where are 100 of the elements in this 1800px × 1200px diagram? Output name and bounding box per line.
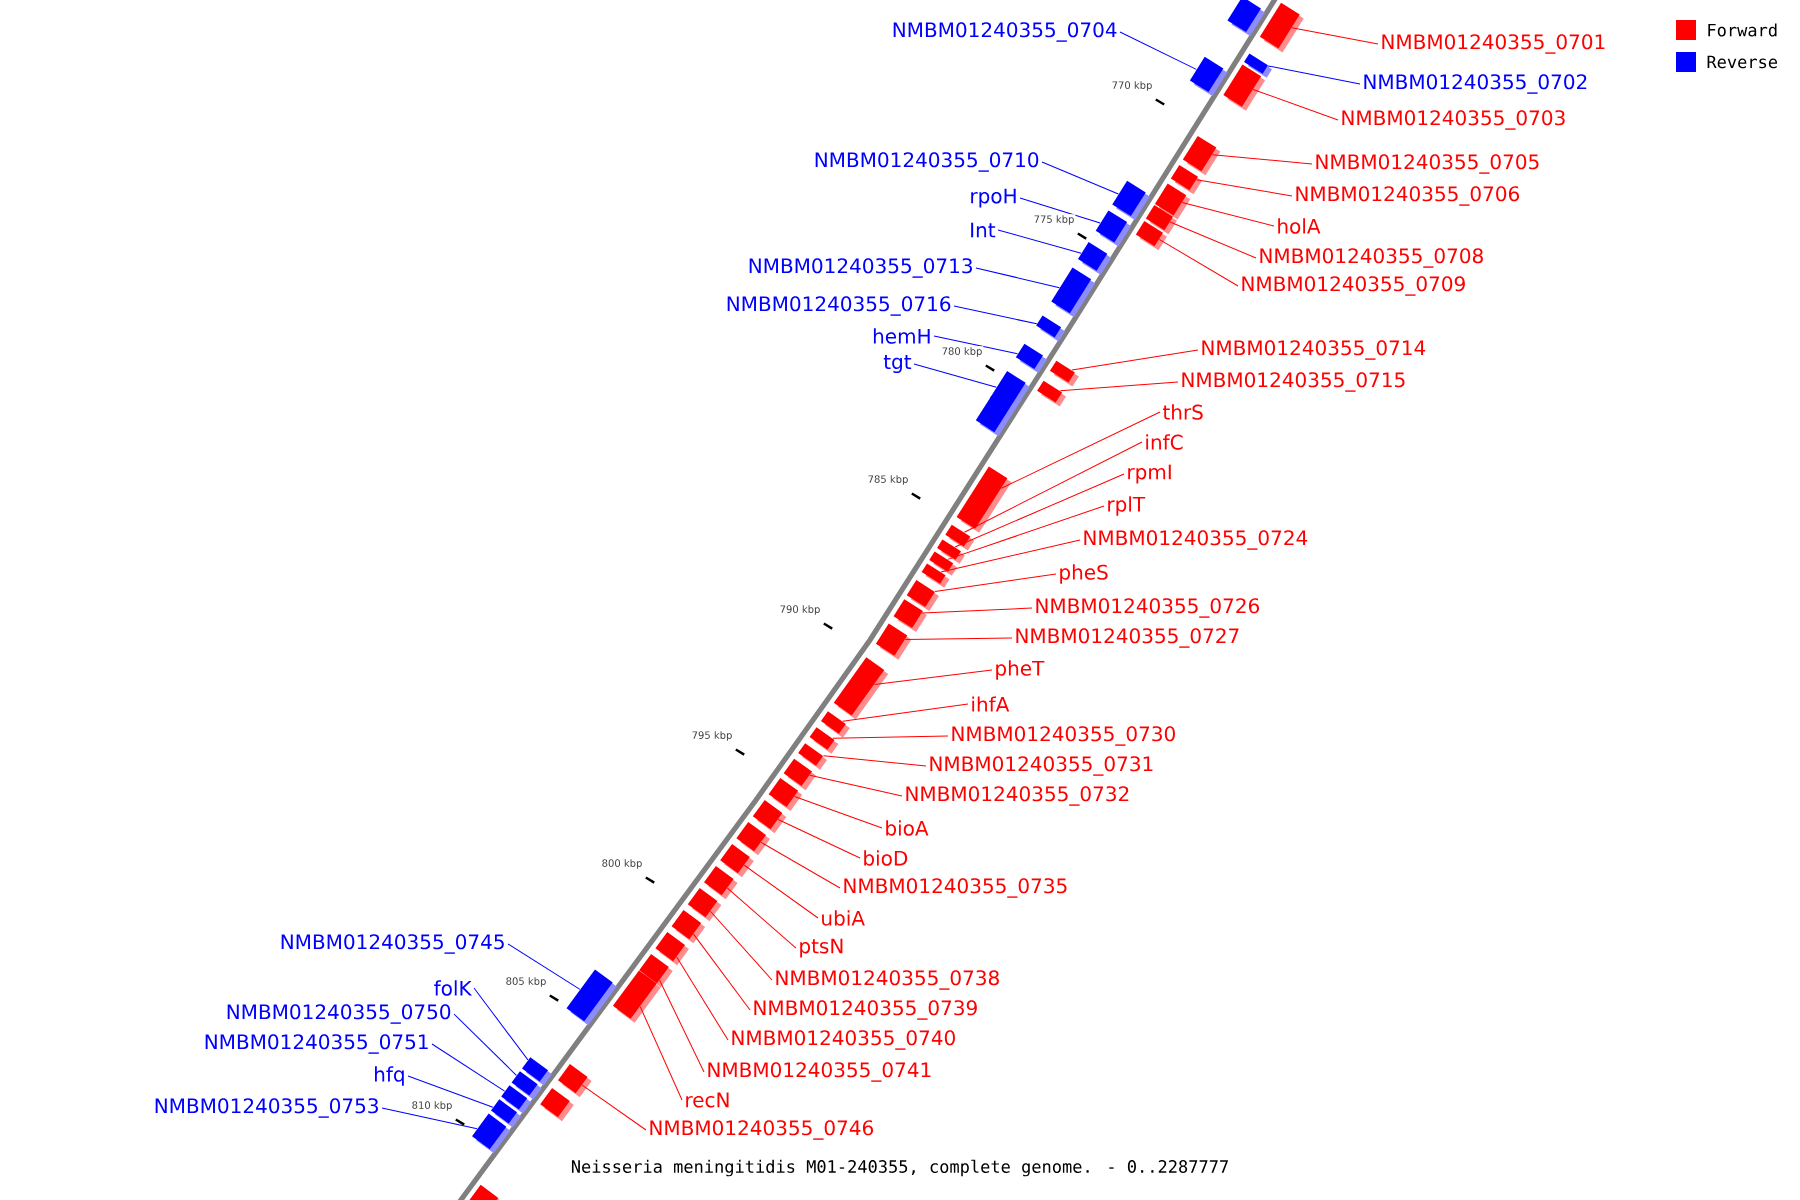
leader-line: [1041, 161, 1119, 195]
gene-label: NMBM01240355_0746: [650, 1120, 873, 1140]
gene-label: NMBM01240355_0715: [1182, 372, 1405, 392]
gene-label: NMBM01240355_0732: [906, 786, 1129, 806]
gene-block: [1015, 343, 1047, 374]
gene-block: [1259, 2, 1304, 53]
leader-line: [1267, 65, 1361, 85]
caption: Neisseria meningitidis M01-240355, complete genome. - 0..2287777: [571, 1159, 1228, 1177]
gene-label: NMBM01240355_0724: [1084, 530, 1308, 550]
leader-line: [581, 1084, 647, 1131]
gene-block: [820, 711, 850, 738]
leader-line: [431, 1043, 506, 1092]
gene-label: hemH: [873, 328, 930, 344]
leader-line: [921, 607, 1033, 614]
gene-block: [558, 1064, 592, 1098]
gene-label: folK: [434, 980, 473, 996]
leader-line: [676, 956, 729, 1041]
gene-block: [736, 822, 770, 856]
leader-line: [473, 987, 529, 1061]
gene-label: NMBM01240355_0714: [1202, 340, 1426, 360]
gene-label: NMBM01240355_0735: [844, 878, 1067, 898]
leader-line: [693, 933, 751, 1011]
gene-block: [768, 777, 803, 811]
gene-block: [875, 623, 912, 660]
gene-label: pheT: [996, 660, 1045, 680]
gene-block: [566, 969, 617, 1026]
gene-label: NMBM01240355_0713: [749, 258, 972, 278]
leader-line: [1181, 202, 1275, 227]
gene-label: NMBM01240355_0701: [1382, 34, 1605, 54]
gene-label: rpmI: [1128, 464, 1171, 484]
gene-label: hfq: [375, 1066, 404, 1086]
gene-label: NMBM01240355_0704: [893, 22, 1117, 42]
leader-line: [1211, 154, 1313, 165]
gene-label: NMBM01240355_0705: [1316, 154, 1539, 174]
gene-label: thrS: [1162, 404, 1203, 420]
gene-block: [798, 743, 828, 770]
gene-block: [893, 599, 927, 632]
leader-line: [933, 335, 1018, 355]
gene-block: [671, 910, 706, 944]
gene-block: [687, 888, 722, 922]
gene-label: infC: [1146, 434, 1183, 450]
leader-line: [453, 1013, 517, 1076]
leader-line: [1001, 411, 1161, 489]
gene-block: [704, 866, 738, 900]
gene-label: NMBM01240355_0716: [727, 296, 951, 316]
leader-line: [934, 573, 1057, 593]
gene-label: NMBM01240355_0745: [281, 934, 504, 954]
leader-line: [709, 910, 773, 981]
gene-block: [540, 1088, 574, 1122]
gene-label: holA: [1278, 218, 1321, 234]
gene-block: [956, 466, 1012, 533]
gene-block: [464, 1184, 503, 1200]
leader-line: [913, 363, 997, 388]
leader-line: [963, 441, 1143, 533]
leader-line: [997, 229, 1082, 254]
leader-line: [381, 1107, 478, 1130]
gene-block: [1078, 242, 1112, 275]
gene-block: [1049, 360, 1079, 387]
leader-line: [1252, 89, 1339, 121]
gene-label: NMBM01240355_0708: [1260, 248, 1483, 268]
gene-block: [1112, 180, 1150, 221]
gene-label: NMBM01240355_0726: [1036, 598, 1259, 618]
leader-line: [842, 703, 969, 722]
gene-block: [833, 657, 889, 720]
gene-label: NMBM01240355_0706: [1296, 186, 1519, 206]
leader-line: [1196, 179, 1293, 197]
leader-line: [953, 305, 1038, 325]
leader-line: [407, 1075, 494, 1108]
gene-label: recN: [686, 1092, 729, 1108]
leader-line: [777, 819, 861, 859]
leader-line: [743, 864, 819, 919]
leader-line: [1119, 31, 1197, 70]
gene-block: [1095, 210, 1132, 247]
gene-label: NMBM01240355_0703: [1342, 110, 1565, 130]
leader-line: [1169, 221, 1257, 259]
gene-block: [921, 563, 950, 588]
gene-block: [720, 844, 754, 878]
gene-label: NMBM01240355_0739: [754, 1000, 977, 1020]
gene-label: NMBM01240355_0710: [815, 152, 1039, 172]
gene-label: NMBM01240355_0727: [1016, 628, 1239, 648]
leader-line: [794, 795, 883, 829]
leader-line: [975, 267, 1060, 289]
gene-block: [655, 932, 689, 966]
gene-label: NMBM01240355_0740: [732, 1030, 955, 1050]
leader-line: [954, 473, 1125, 548]
gene-label: ptsN: [800, 938, 843, 958]
gene-label: NMBM01240355_0750: [227, 1004, 451, 1024]
gene-label: Int: [971, 222, 996, 238]
leader-line: [832, 735, 949, 739]
leader-line: [822, 755, 927, 767]
gene-label: NMBM01240355_0741: [708, 1062, 931, 1082]
leader-line: [1059, 381, 1179, 392]
gene-block: [612, 970, 661, 1023]
leader-line: [1019, 197, 1101, 224]
gene-block: [1037, 380, 1067, 407]
gene-label: NMBM01240355_0751: [205, 1034, 428, 1054]
gene-label: bioD: [864, 850, 908, 866]
gene-label: NMBM01240355_0753: [155, 1098, 378, 1118]
leader-line: [639, 1006, 683, 1101]
leader-line: [1071, 349, 1199, 371]
